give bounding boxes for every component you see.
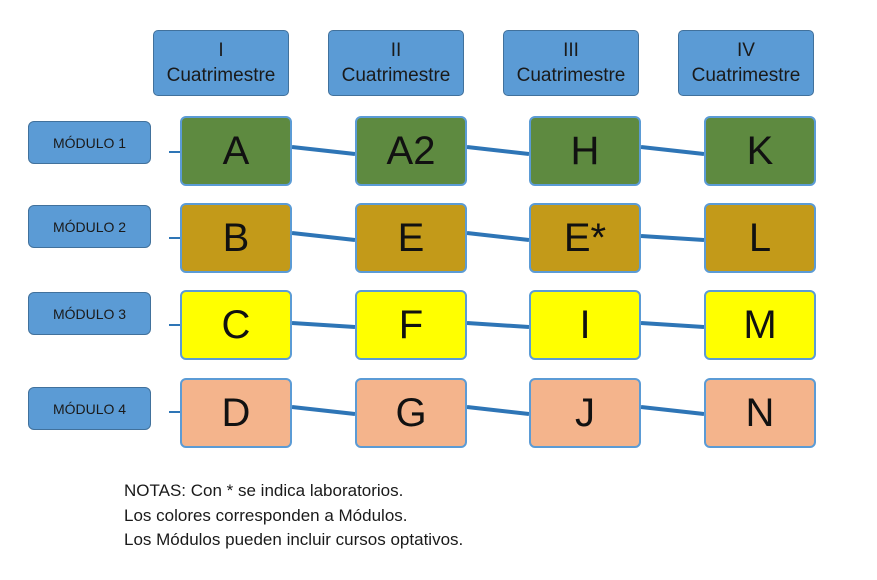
course-box-d: D bbox=[180, 378, 292, 448]
note-line: NOTAS: Con * se indica laboratorios. bbox=[124, 481, 404, 500]
course-box-m: M bbox=[704, 290, 816, 360]
course-box-f: F bbox=[355, 290, 467, 360]
term-header-2: II Cuatrimestre bbox=[328, 30, 464, 96]
module-label-1: MÓDULO 1 bbox=[28, 121, 151, 164]
connector-row2-seg2 bbox=[466, 231, 530, 242]
term-numeral: II bbox=[390, 40, 402, 61]
course-box-h: H bbox=[529, 116, 641, 186]
connector-row2-seg1 bbox=[291, 231, 356, 242]
module-label-2: MÓDULO 2 bbox=[28, 205, 151, 248]
term-numeral: III bbox=[563, 40, 579, 61]
connector-row1-seg2 bbox=[466, 145, 530, 156]
term-label: Cuatrimestre bbox=[341, 65, 451, 86]
term-label: Cuatrimestre bbox=[166, 65, 276, 86]
term-label: Cuatrimestre bbox=[691, 65, 801, 86]
connector-row3-seg2 bbox=[466, 321, 530, 329]
connector-row4-seg1 bbox=[291, 405, 356, 416]
connector-row4-seg3 bbox=[640, 405, 705, 416]
term-header-1: I Cuatrimestre bbox=[153, 30, 289, 96]
note-line: Los colores corresponden a Módulos. bbox=[124, 505, 408, 525]
connector-row3-seg1 bbox=[291, 321, 356, 329]
course-box-k: K bbox=[704, 116, 816, 186]
course-box-l: L bbox=[704, 203, 816, 273]
notes: NOTAS: Con * se indica laboratorios. Los… bbox=[124, 479, 463, 553]
course-box-g: G bbox=[355, 378, 467, 448]
module-label-3: MÓDULO 3 bbox=[28, 292, 151, 335]
course-box-a: A bbox=[180, 116, 292, 186]
term-label: Cuatrimestre bbox=[516, 65, 626, 86]
connector-row1-seg3 bbox=[640, 145, 705, 156]
term-numeral: I bbox=[218, 40, 224, 61]
term-header-3: III Cuatrimestre bbox=[503, 30, 639, 96]
course-box-j: J bbox=[529, 378, 641, 448]
course-box-i: I bbox=[529, 290, 641, 360]
note-line: Los Módulos pueden incluir cursos optati… bbox=[124, 530, 464, 549]
course-box-n: N bbox=[704, 378, 816, 448]
course-box-b: B bbox=[180, 203, 292, 273]
connector-row2-seg3 bbox=[640, 234, 705, 242]
course-box-e-lab: E* bbox=[529, 203, 641, 273]
connector-row3-seg3 bbox=[640, 321, 705, 329]
course-box-a2: A2 bbox=[355, 116, 467, 186]
module-label-4: MÓDULO 4 bbox=[28, 387, 151, 430]
term-numeral: IV bbox=[737, 40, 755, 61]
course-box-c: C bbox=[180, 290, 292, 360]
connector-row1-seg1 bbox=[291, 145, 356, 156]
course-box-e: E bbox=[355, 203, 467, 273]
term-header-4: IV Cuatrimestre bbox=[678, 30, 814, 96]
connector-row4-seg2 bbox=[466, 405, 530, 416]
